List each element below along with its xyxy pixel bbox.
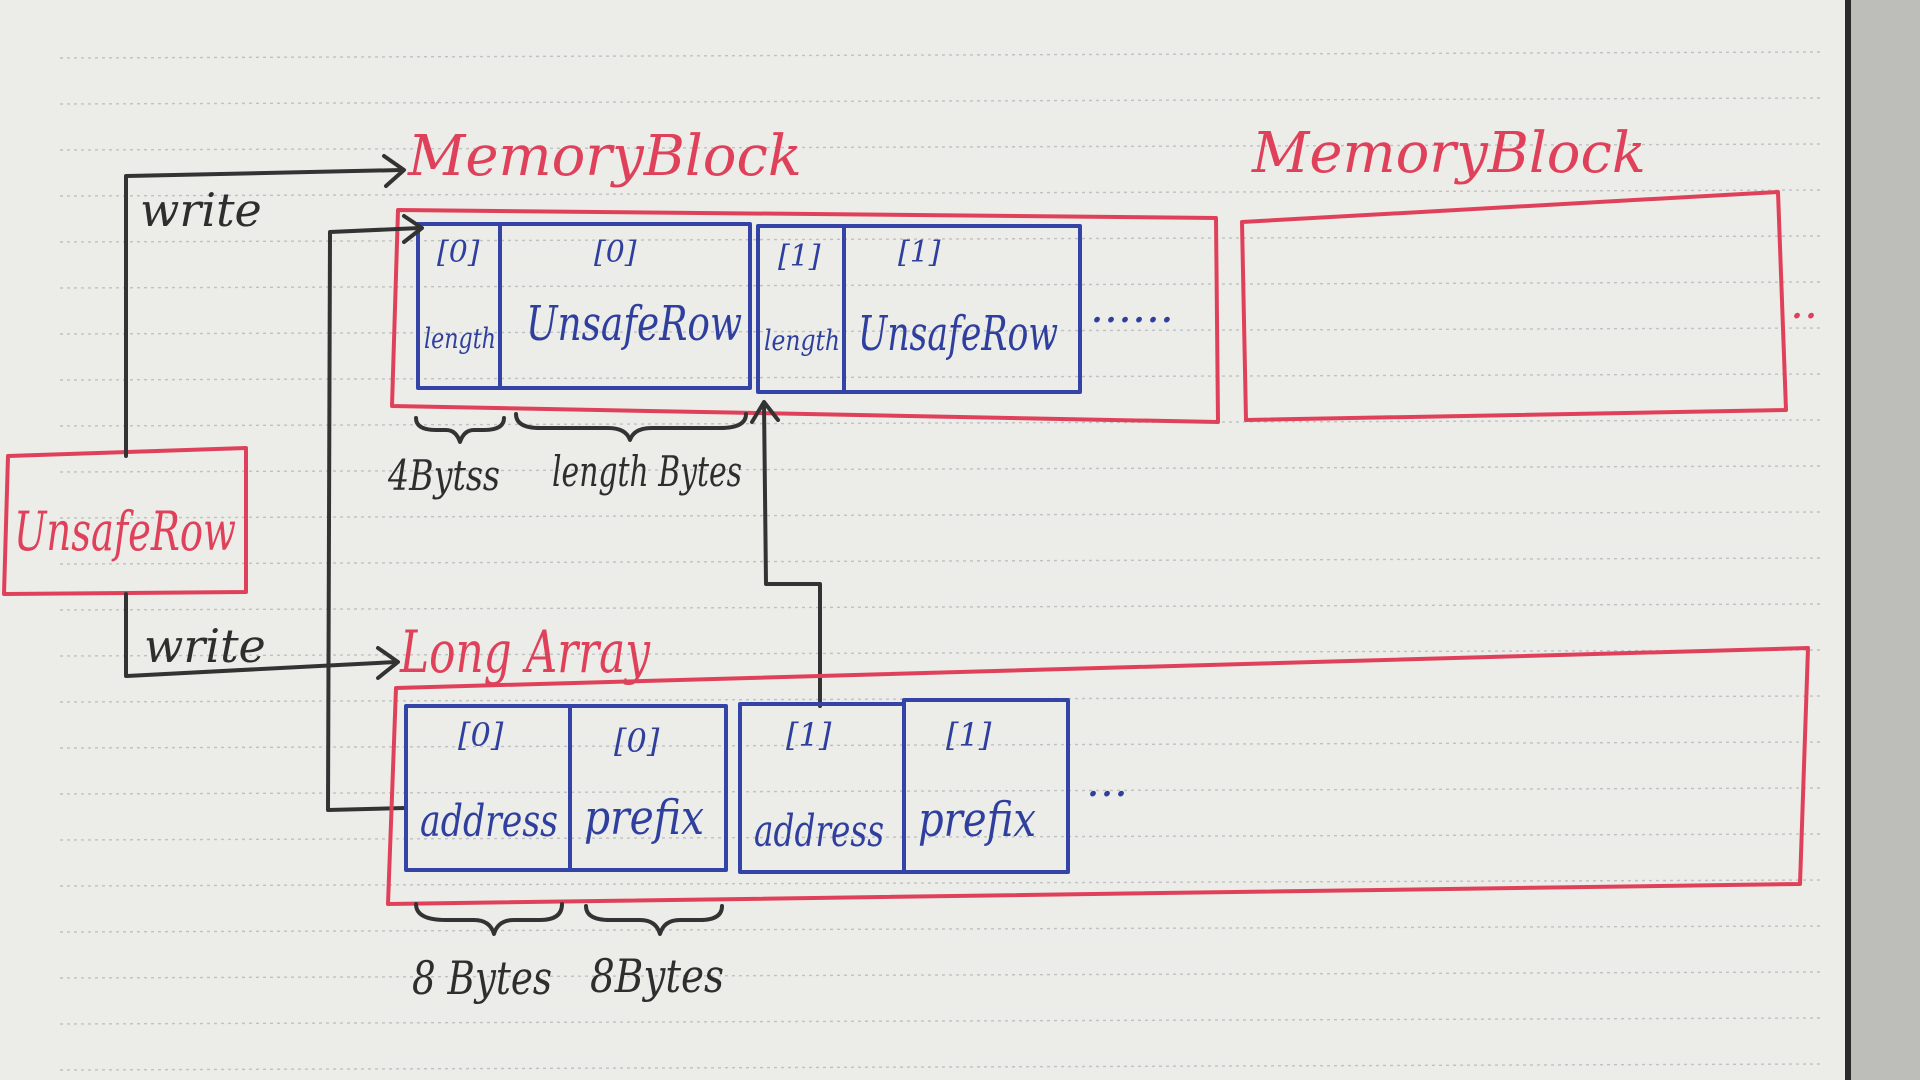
memory-block-cells	[416, 222, 1082, 394]
la-cell-prefix-0	[568, 704, 728, 872]
la-ellipsis: ...	[1086, 756, 1128, 807]
brace-prefix	[584, 904, 724, 936]
la-label-address-0: address	[420, 796, 558, 847]
paper	[0, 0, 1850, 1080]
long-array-title: Long Array	[399, 618, 651, 686]
la-cell-prefix-1	[902, 698, 1070, 874]
la-label-address-1: address	[754, 806, 884, 857]
brace-row	[514, 412, 748, 442]
write-arrow-top	[124, 168, 404, 458]
brace-address	[414, 902, 564, 936]
memory-block-2-title: MemoryBlock	[1251, 121, 1646, 186]
mb-index-length-1: [1]	[778, 239, 821, 274]
mb-index-row-1: [1]	[898, 235, 941, 270]
memory-block-title: MemoryBlock	[407, 124, 802, 189]
write-label-top: write	[140, 183, 262, 237]
la-size-prefix: 8Bytes	[590, 949, 724, 1003]
long-array-frame	[386, 646, 1810, 906]
address-pointer-0-head	[402, 214, 424, 244]
la-index-address-1: [1]	[786, 716, 832, 754]
la-label-prefix-0: prefix	[584, 790, 704, 846]
mb-cell-row-1	[842, 224, 1082, 394]
write-arrow-bottom-head	[376, 646, 400, 680]
long-array-cells	[404, 698, 1070, 874]
brace-length	[414, 416, 506, 444]
la-label-prefix-1: prefix	[918, 792, 1036, 848]
outer-ellipsis: ..	[1790, 278, 1818, 329]
mb-size-row: length Bytes	[552, 447, 742, 496]
paper-edge	[1850, 0, 1920, 1080]
write-arrow-top-head	[382, 154, 406, 188]
unsafe-row-frame	[2, 446, 248, 596]
la-size-address: 8 Bytes	[412, 951, 552, 1005]
mb-label-row-0: UnsafeRow	[526, 296, 742, 352]
la-index-prefix-0: [0]	[614, 722, 660, 760]
mb-index-length-0: [0]	[437, 235, 480, 270]
address-pointer-0	[326, 226, 422, 812]
la-index-address-0: [0]	[458, 716, 504, 754]
mb-index-row-0: [0]	[594, 235, 637, 270]
address-pointer-1	[762, 402, 822, 708]
mb-cell-row-0	[498, 222, 752, 390]
la-index-prefix-1: [1]	[946, 716, 992, 754]
mb-label-length-0: length	[424, 322, 496, 355]
mb-label-length-1: length	[764, 324, 840, 357]
mb-label-row-1: UnsafeRow	[858, 306, 1058, 362]
memory-block-2-frame	[1240, 190, 1788, 422]
address-pointer-1-head	[750, 400, 780, 424]
write-label-bottom: write	[144, 619, 266, 673]
write-arrow-bottom	[124, 592, 398, 678]
mb-size-length: 4Bytss	[387, 451, 500, 500]
memory-block-frame	[390, 208, 1220, 424]
mb-ellipsis: ......	[1090, 282, 1174, 333]
unsafe-row-source-label: UnsafeRow	[14, 500, 236, 563]
